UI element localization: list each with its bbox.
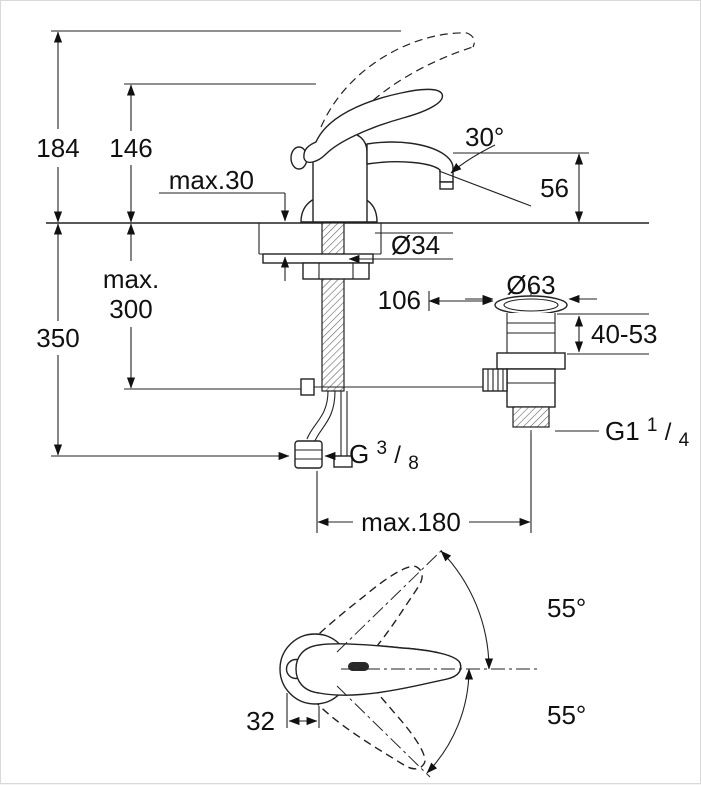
- lever-handle: [303, 88, 444, 164]
- waste-ring: [496, 352, 566, 370]
- dim-total-height-label: 184: [36, 133, 79, 163]
- dim-clamping-range-label: 40-53: [591, 319, 658, 349]
- dim-supply-thread-label: G 3 / 8: [349, 430, 419, 474]
- hose-end: [333, 455, 353, 468]
- dim-clamping-range: 40-53: [557, 313, 658, 355]
- top-view: 55° 55° 32: [246, 548, 586, 785]
- dim-swing-angle-down: 55°: [426, 668, 586, 774]
- pop-up-waste: [482, 287, 568, 437]
- dim-deck-thickness-label: max.30: [169, 165, 254, 195]
- dim-total-height: 184: [36, 31, 80, 223]
- threaded-shank: [321, 222, 345, 392]
- dim-hose-depth-label-2: 300: [109, 294, 152, 324]
- lever-raised-outline: [320, 32, 475, 140]
- supply-thread-numerator: 3: [376, 438, 387, 459]
- dim-install-depth: 350: [36, 223, 290, 461]
- waste-tailpiece: [512, 406, 550, 428]
- waste-thread-denominator: 4: [679, 430, 690, 451]
- dim-outlet-height: 56: [540, 153, 584, 223]
- supply-thread-denominator: 8: [408, 453, 419, 474]
- waste-knob: [482, 368, 508, 392]
- dim-swing-angle-down-label: 55°: [547, 700, 586, 730]
- supply-thread-slash: /: [394, 442, 401, 469]
- dim-lever-height-label: 146: [109, 133, 152, 163]
- mounting-hardware: [262, 222, 483, 469]
- dim-lever-height: 146: [109, 84, 153, 223]
- supply-thread-base: G: [349, 439, 369, 469]
- dim-swing-angle-up: 55°: [440, 550, 586, 670]
- dim-projection: 106: [378, 285, 494, 315]
- dim-spout-angle-label: 30°: [465, 122, 504, 152]
- waste-thread-base: G1: [605, 416, 640, 446]
- mounting-nut: [302, 262, 370, 280]
- waste-lower-body: [506, 368, 556, 408]
- waste-flange-inner: [503, 298, 559, 312]
- spout: [366, 141, 454, 183]
- dim-waste-flange-diameter-label: Ø63: [506, 270, 555, 300]
- dim-base-width-label: 32: [246, 706, 275, 736]
- dim-waste-flange-diameter: Ø63: [465, 270, 597, 304]
- dim-swing-angle-up-label: 55°: [547, 593, 586, 623]
- dim-deck-thickness: max.30: [159, 165, 290, 281]
- reference-lines: [46, 30, 649, 390]
- faucet-body: [290, 32, 475, 223]
- dim-install-depth-label: 350: [36, 323, 79, 353]
- dim-hose-depth-label-1: max.: [103, 264, 159, 294]
- rod-clamp: [300, 378, 315, 396]
- dim-hose-depth: max. 300: [103, 223, 159, 389]
- dim-outlet-height-label: 56: [540, 173, 569, 203]
- swing-centerlines: [336, 548, 537, 778]
- aerator: [439, 181, 454, 190]
- supply-hose: [306, 390, 336, 444]
- dim-spout-angle: 30°: [438, 122, 532, 207]
- lever-indicator: [348, 662, 369, 671]
- dim-supply-thread: G 3 / 8: [324, 430, 419, 474]
- dimensions-front: 184 146 max.30 30° 56: [36, 31, 690, 537]
- dim-projection-label: 106: [378, 285, 421, 315]
- dim-waste-thread-label: G1 1 / 4: [605, 407, 690, 451]
- dim-base-width: 32: [246, 693, 320, 736]
- dim-centre-distance-label: max.180: [361, 507, 461, 537]
- dim-centre-distance: max.180: [316, 433, 532, 537]
- hose-fitting: [294, 440, 323, 469]
- supply-hose-2: [340, 391, 348, 456]
- front-view: 184 146 max.30 30° 56: [36, 30, 690, 537]
- waste-thread-numerator: 1: [647, 415, 658, 436]
- dim-waste-thread: G1 1 / 4: [555, 407, 690, 451]
- waste-thread-slash: /: [665, 419, 672, 446]
- dim-hole-diameter-label: Ø34: [391, 230, 440, 260]
- dim-hole-diameter: Ø34: [348, 230, 453, 264]
